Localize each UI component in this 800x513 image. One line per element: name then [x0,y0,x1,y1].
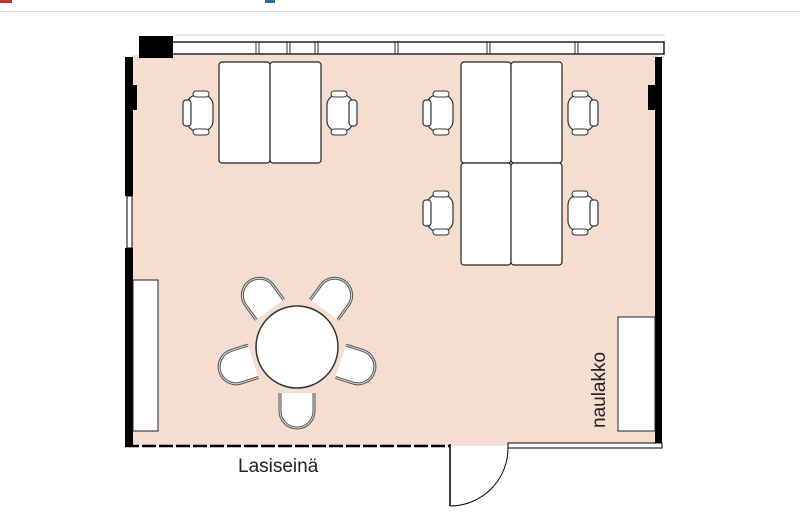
cropped-icon-red [0,0,12,3]
cropped-icon-blue [265,0,275,3]
door[interactable] [449,444,509,507]
bottom-wall-right [507,442,663,449]
desk [460,61,512,164]
left-cabinet [132,279,159,432]
round-table [255,305,339,389]
desk [269,61,322,164]
right-pillar [648,85,656,110]
coat-rack-cabinet [617,316,656,432]
left-wall-window [126,195,133,249]
window-strip [171,41,665,55]
left-pillar [129,85,137,110]
column-block [139,36,173,58]
desk [510,162,563,266]
desk [218,61,271,164]
desk [460,162,512,266]
left-wall-lower [125,248,133,447]
left-wall-upper [125,57,133,196]
coat-rack-label: naulakko [589,352,610,428]
right-wall [655,57,662,447]
desk [510,61,563,164]
meeting-chair [278,391,316,430]
desk-group-right [460,61,563,266]
glass-wall-label: Lasiseinä [238,456,319,477]
desk-group-left [218,61,322,164]
